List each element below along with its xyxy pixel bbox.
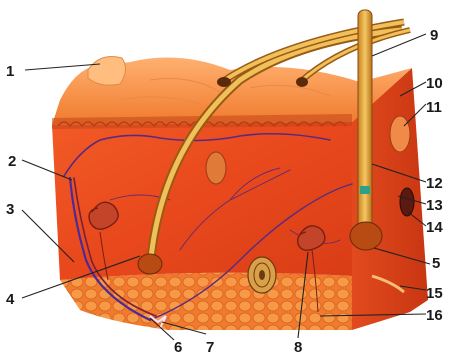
label-2: 2 bbox=[8, 153, 16, 170]
label-7: 7 bbox=[206, 339, 214, 353]
label-15: 15 bbox=[426, 285, 443, 302]
hair-bulb-right bbox=[350, 222, 382, 250]
label-6: 6 bbox=[174, 339, 182, 353]
label-12: 12 bbox=[426, 175, 443, 192]
label-13: 13 bbox=[426, 197, 443, 214]
label-3: 3 bbox=[6, 201, 14, 218]
label-16: 16 bbox=[426, 307, 443, 324]
label-9: 9 bbox=[430, 27, 438, 44]
label-5: 5 bbox=[432, 255, 440, 272]
label-10: 10 bbox=[426, 75, 443, 92]
muscle-fibre bbox=[390, 116, 410, 152]
label-14: 14 bbox=[426, 219, 443, 236]
label-4: 4 bbox=[6, 291, 15, 308]
hair-bulb-left bbox=[138, 254, 162, 274]
sebaceous-gland-right bbox=[400, 188, 414, 216]
label-1: 1 bbox=[6, 63, 14, 80]
sebaceous-gland-left bbox=[206, 152, 226, 184]
label-8: 8 bbox=[294, 339, 302, 353]
label-11: 11 bbox=[426, 99, 442, 116]
